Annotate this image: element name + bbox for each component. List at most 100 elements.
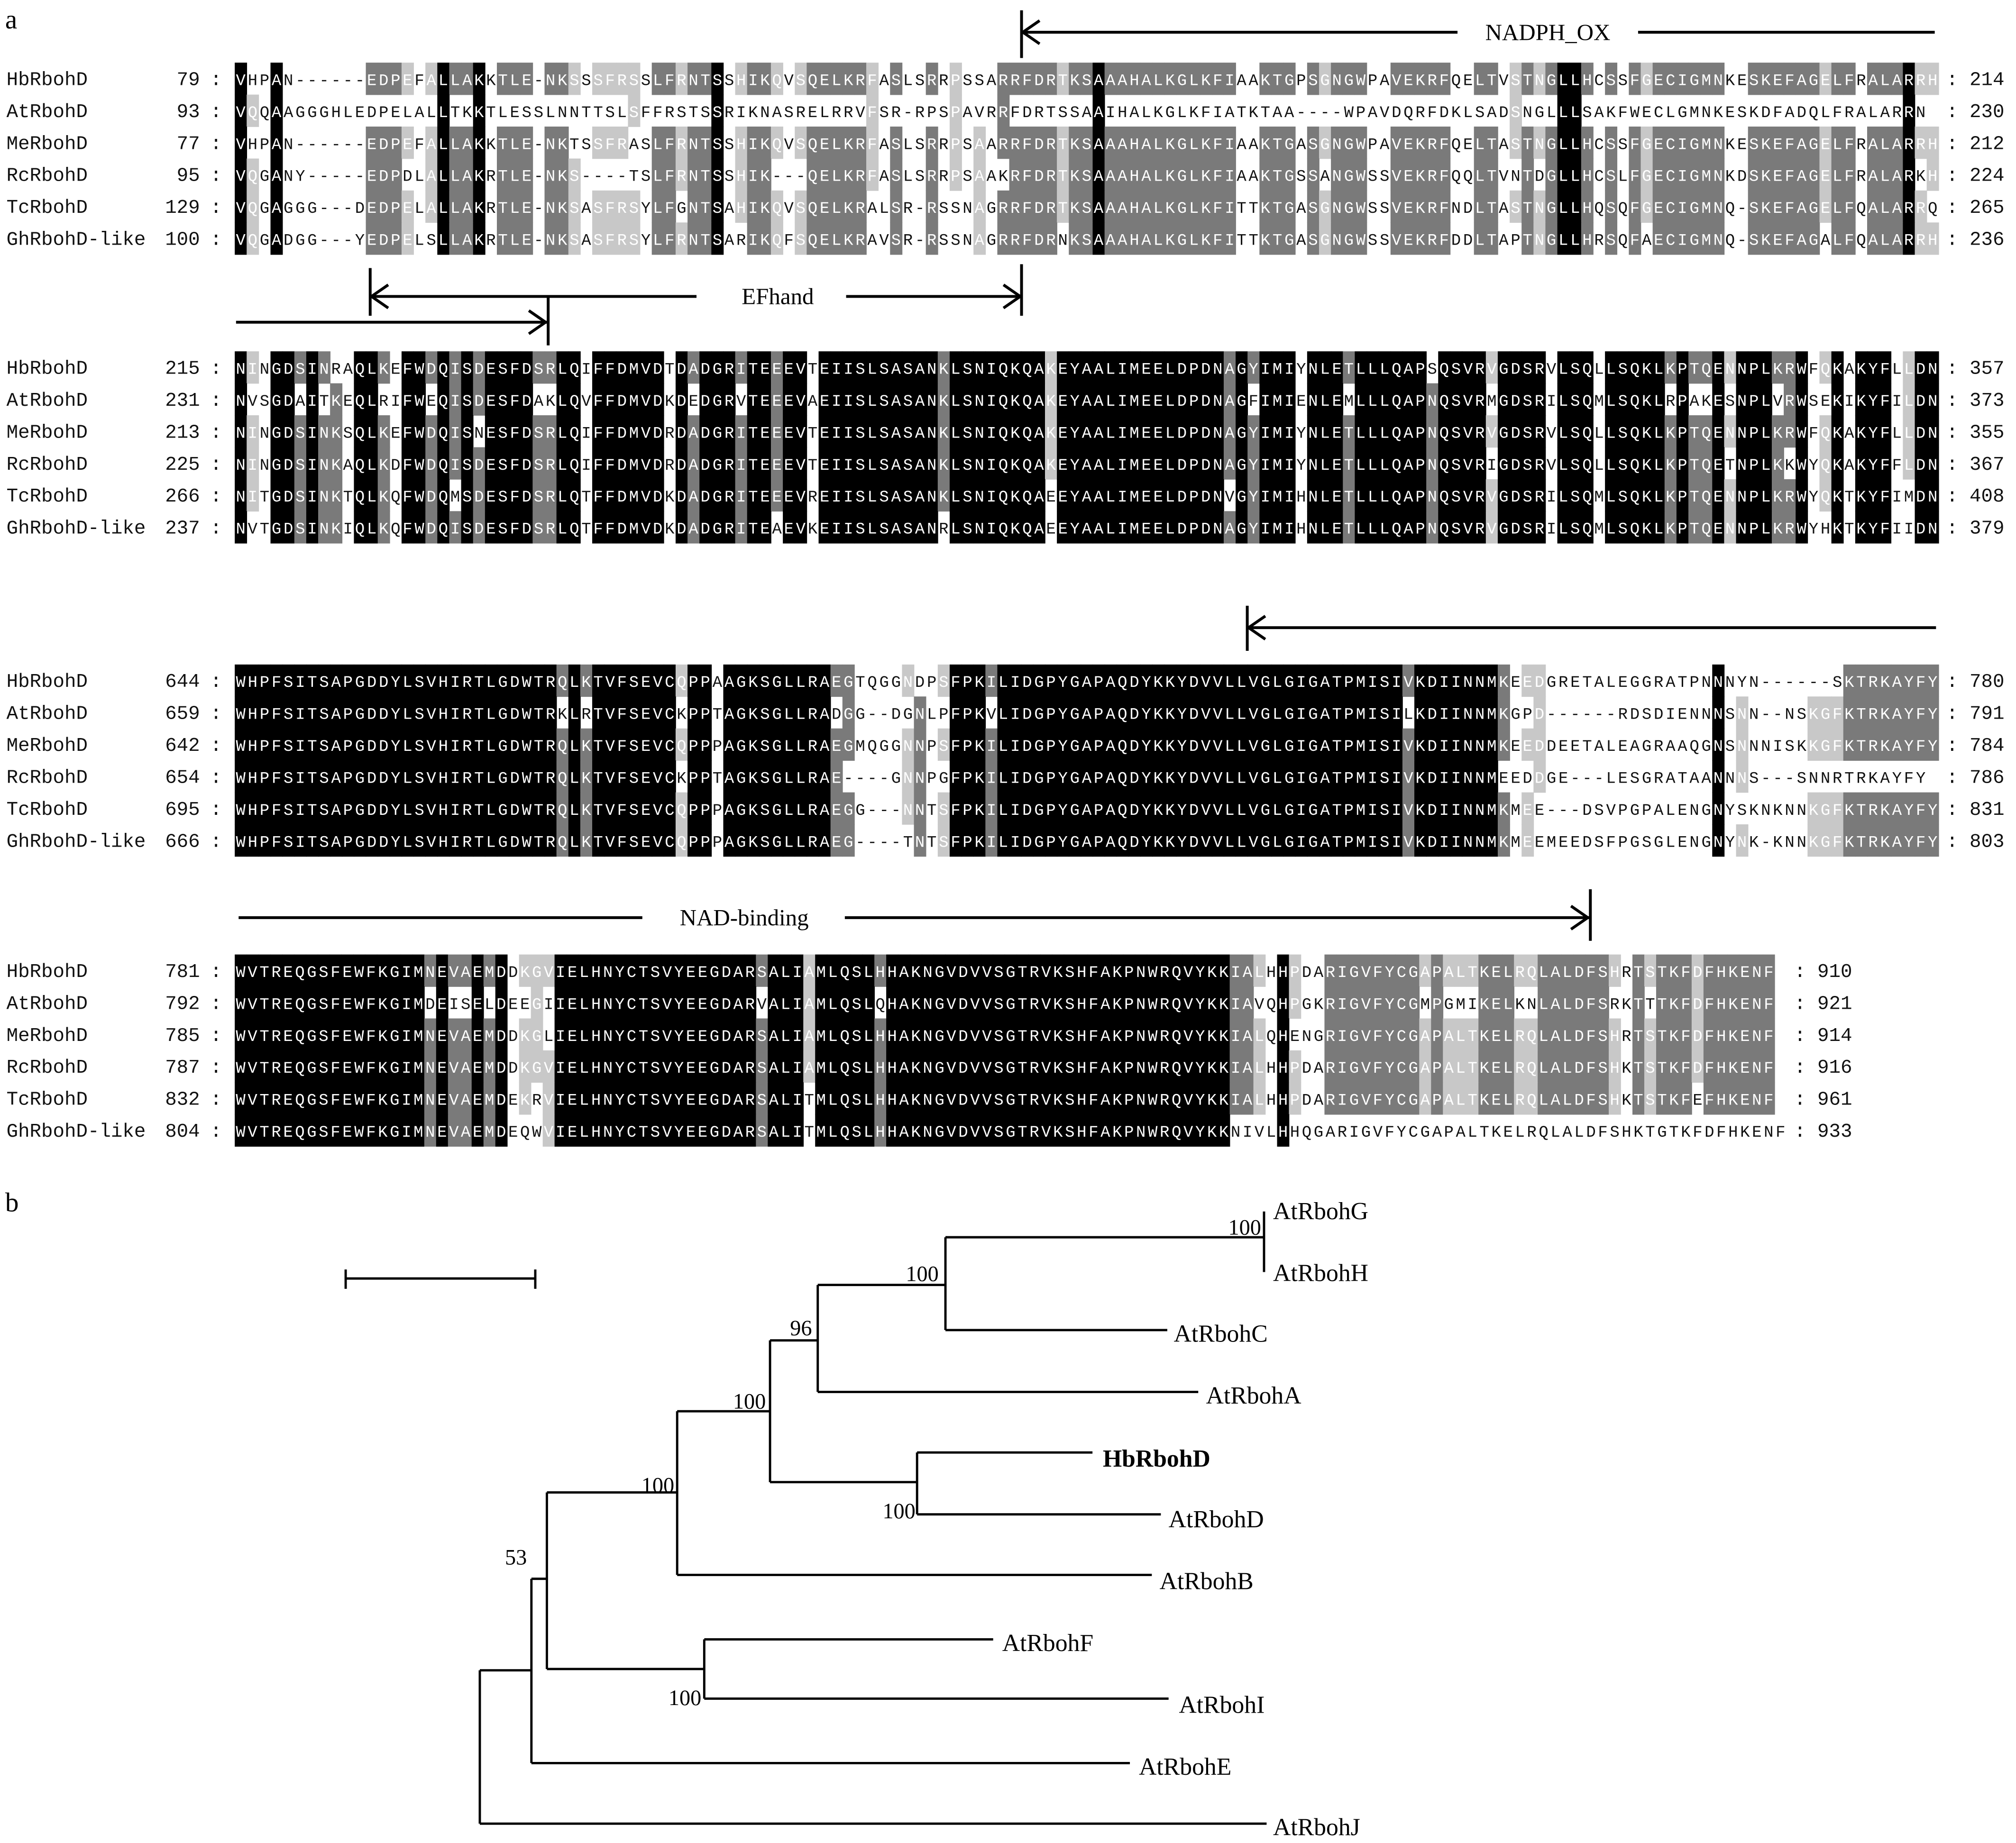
residue-shading: [1915, 63, 1927, 95]
residue: A: [462, 72, 472, 90]
residue: R: [1844, 104, 1854, 122]
residue: E: [1558, 738, 1568, 756]
residue: L: [796, 674, 806, 692]
residue-shading: [1712, 63, 1725, 95]
residue-shading: [270, 94, 283, 127]
residue: Y: [1141, 834, 1151, 852]
residue: H: [1582, 72, 1592, 90]
residue: E: [820, 232, 829, 250]
residue: G: [1308, 834, 1318, 852]
residue: D: [1201, 425, 1210, 443]
residue: D: [284, 393, 293, 411]
residue: F: [1089, 964, 1098, 982]
residue: V: [880, 232, 889, 250]
residue: -: [1737, 232, 1747, 250]
residue: -: [880, 834, 889, 852]
residue: G: [1177, 136, 1187, 154]
residue: A: [1034, 521, 1044, 539]
residue: D: [1129, 738, 1139, 756]
residue: N: [1451, 200, 1461, 218]
residue: N: [1332, 136, 1341, 154]
residue: D: [1535, 770, 1544, 788]
residue-shading: [699, 126, 712, 159]
residue: P: [701, 770, 710, 788]
residue: F: [1809, 361, 1818, 379]
residue: R: [546, 770, 555, 788]
residue: T: [701, 168, 710, 186]
residue: I: [987, 425, 996, 443]
residue: G: [736, 802, 746, 820]
residue: S: [1594, 834, 1604, 852]
residue: T: [534, 770, 543, 788]
residue: I: [307, 361, 317, 379]
separator: :: [1946, 831, 1958, 853]
residue: N: [1535, 232, 1544, 250]
residue: P: [1124, 964, 1134, 982]
residue-shading: [496, 63, 509, 95]
residue: E: [1403, 168, 1413, 186]
residue: -: [331, 168, 341, 186]
residue: R: [1010, 72, 1020, 90]
residue: S: [880, 521, 889, 539]
residue: Q: [1821, 457, 1830, 475]
residue: L: [863, 996, 873, 1014]
residue: S: [994, 964, 1003, 982]
separator: :: [210, 831, 221, 853]
residue: F: [1681, 964, 1690, 982]
residue: S: [1606, 232, 1615, 250]
residue: E: [1332, 457, 1341, 475]
residue: N: [1749, 674, 1759, 692]
panel-label-a: a: [5, 5, 17, 35]
residue: I: [793, 996, 802, 1014]
residue: S: [903, 521, 913, 539]
residue: N: [1737, 706, 1747, 724]
residue: E: [403, 200, 412, 218]
residue: N: [927, 457, 936, 475]
residue: K: [331, 393, 341, 411]
residue: S: [1618, 136, 1628, 154]
residue: Q: [808, 232, 817, 250]
residue: A: [272, 200, 282, 218]
residue: L: [510, 136, 519, 154]
sequence-name: TcRbohD: [7, 197, 88, 219]
residue: D: [510, 706, 519, 724]
residue: V: [1547, 361, 1557, 379]
residue: R: [1654, 674, 1663, 692]
residue: L: [569, 802, 579, 820]
residue: L: [1237, 770, 1246, 788]
residue: L: [558, 393, 567, 411]
residue: T: [1677, 674, 1687, 692]
residue: R: [724, 521, 734, 539]
residue: E: [1296, 393, 1306, 411]
residue: V: [1392, 136, 1402, 154]
residue: D: [1499, 104, 1508, 122]
residue: G: [1344, 72, 1354, 90]
residue: L: [403, 802, 412, 820]
residue: W: [1797, 425, 1807, 443]
residue: V: [796, 457, 806, 475]
separator: :: [1946, 518, 1958, 540]
residue: I: [793, 964, 802, 982]
residue: A: [915, 361, 925, 379]
residue: R: [808, 770, 817, 788]
residue-shading: [1223, 63, 1236, 95]
residue: P: [1677, 457, 1687, 475]
residue: N: [915, 770, 925, 788]
residue: N: [1702, 674, 1711, 692]
residue: E: [1403, 200, 1413, 218]
residue: S: [284, 834, 293, 852]
residue: R: [999, 232, 1008, 250]
residue: A: [1094, 393, 1104, 411]
residue: T: [581, 104, 591, 122]
residue: G: [1237, 425, 1246, 443]
residue-shading: [1640, 63, 1653, 95]
residue-shading: [1021, 63, 1034, 95]
residue: R: [1666, 393, 1675, 411]
residue: R: [927, 168, 936, 186]
residue: N: [1928, 425, 1937, 443]
residue: N: [236, 457, 245, 475]
residue: S: [1618, 393, 1628, 411]
residue: T: [1856, 738, 1866, 756]
residue: G: [307, 232, 317, 250]
residue: A: [1797, 232, 1807, 250]
